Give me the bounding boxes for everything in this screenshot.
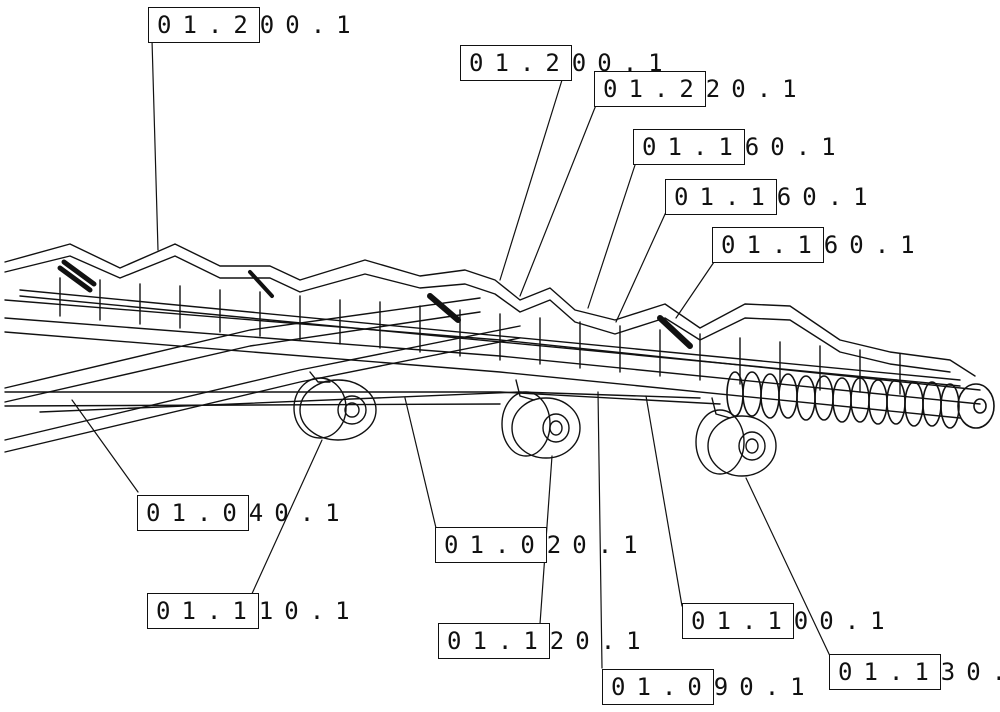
callout-boxed: 01.0 xyxy=(137,495,249,531)
callout-01-160-1-c: 01.1 60.1 xyxy=(712,226,926,264)
leader-lines xyxy=(71,39,831,669)
callout-rest: 60.1 xyxy=(823,231,926,259)
leader-l7 xyxy=(71,399,139,493)
callout-boxed: 01.1 xyxy=(438,623,550,659)
callout-01-130: 01.1 30. xyxy=(829,653,1000,691)
callout-boxed: 01.0 xyxy=(602,669,714,705)
callout-01-160-1-b: 01.1 60.1 xyxy=(665,178,879,216)
callout-boxed: 01.1 xyxy=(682,603,794,639)
wheel-middle xyxy=(501,379,581,459)
leader-l8 xyxy=(404,397,437,529)
callout-01-220-1: 01.2 20.1 xyxy=(594,70,808,108)
callout-rest: 40.1 xyxy=(248,499,351,527)
callout-rest: 90.1 xyxy=(713,673,816,701)
callout-rest: 60.1 xyxy=(776,183,879,211)
leader-l9 xyxy=(249,439,323,599)
leader-l6 xyxy=(675,261,715,319)
callout-boxed: 01.1 xyxy=(712,227,824,263)
callout-boxed: 01.1 xyxy=(829,654,941,690)
wheel-right xyxy=(695,397,777,477)
callout-rest: 00.1 xyxy=(259,11,362,39)
callout-boxed: 01.2 xyxy=(594,71,706,107)
leader-l13 xyxy=(745,477,831,657)
callout-01-120-1: 01.1 20.1 xyxy=(438,622,652,660)
leader-l3 xyxy=(519,99,599,297)
callout-rest: 20.1 xyxy=(549,627,652,655)
callout-boxed: 01.2 xyxy=(148,7,260,43)
leader-l11 xyxy=(645,395,683,607)
disc-gang xyxy=(726,371,995,429)
leader-l5 xyxy=(615,211,667,323)
callout-boxed: 01.1 xyxy=(633,129,745,165)
callout-boxed: 01.1 xyxy=(147,593,259,629)
callout-01-110-1: 01.1 10.1 xyxy=(147,592,361,630)
leader-l1 xyxy=(151,39,159,251)
wheel-left xyxy=(293,371,377,441)
leader-l12 xyxy=(597,391,603,669)
callout-boxed: 01.0 xyxy=(435,527,547,563)
callout-rest: 60.1 xyxy=(744,133,847,161)
callout-01-090-1: 01.0 90.1 xyxy=(602,668,816,706)
leader-l4 xyxy=(587,161,637,309)
callout-rest: 20.1 xyxy=(705,75,808,103)
callout-01-200-1-a: 01.2 00.1 xyxy=(148,6,362,44)
callout-rest: 20.1 xyxy=(546,531,649,559)
callout-01-040-1: 01.0 40.1 xyxy=(137,494,351,532)
callout-01-100-1: 01.1 00.1 xyxy=(682,602,896,640)
leader-l2 xyxy=(499,79,563,281)
callout-rest: 00.1 xyxy=(793,607,896,635)
callout-rest: 30. xyxy=(940,658,1000,686)
tine-frame xyxy=(4,243,976,395)
callout-rest: 10.1 xyxy=(258,597,361,625)
callout-01-160-1-a: 01.1 60.1 xyxy=(633,128,847,166)
callout-01-020-1: 01.0 20.1 xyxy=(435,526,649,564)
main-frame xyxy=(4,297,981,453)
callout-boxed: 01.1 xyxy=(665,179,777,215)
callout-boxed: 01.2 xyxy=(460,45,572,81)
